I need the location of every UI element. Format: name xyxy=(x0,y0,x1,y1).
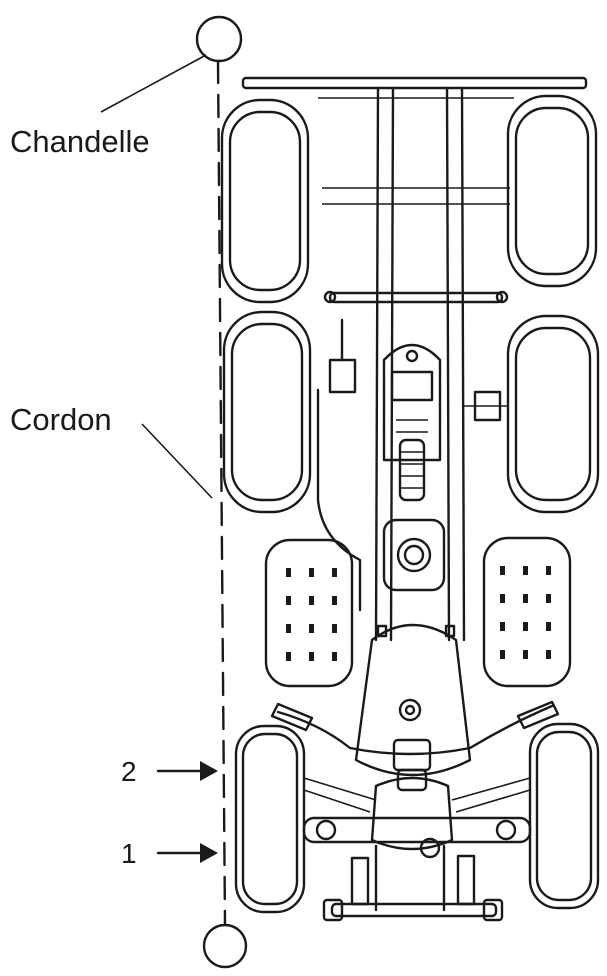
handlebar xyxy=(276,704,554,756)
rear-right-tire xyxy=(528,722,600,910)
leader-line-cordon xyxy=(141,423,213,499)
rear-left-tire xyxy=(234,724,306,914)
rear-bumper xyxy=(330,902,498,918)
right-footrest xyxy=(482,536,572,688)
front-bumper xyxy=(241,76,588,90)
alignment-cord xyxy=(216,59,227,927)
label-chandelle: Chandelle xyxy=(10,124,150,159)
seat xyxy=(354,623,472,777)
candle-bottom xyxy=(202,923,248,969)
front-left-tire xyxy=(220,98,310,304)
leader-line-chandelle xyxy=(100,54,207,113)
left-footrest xyxy=(264,538,354,688)
label-cordon: Cordon xyxy=(10,402,112,437)
front-right-tire xyxy=(506,94,598,288)
arrow-2 xyxy=(156,761,218,781)
arrow-1 xyxy=(156,843,218,863)
label-marker-2: 2 xyxy=(121,756,137,787)
label-marker-1: 1 xyxy=(121,838,137,869)
mid-right-tire xyxy=(506,314,600,514)
atv-vehicle xyxy=(220,76,600,922)
candle-top xyxy=(195,15,243,63)
mid-left-tire xyxy=(222,310,312,514)
